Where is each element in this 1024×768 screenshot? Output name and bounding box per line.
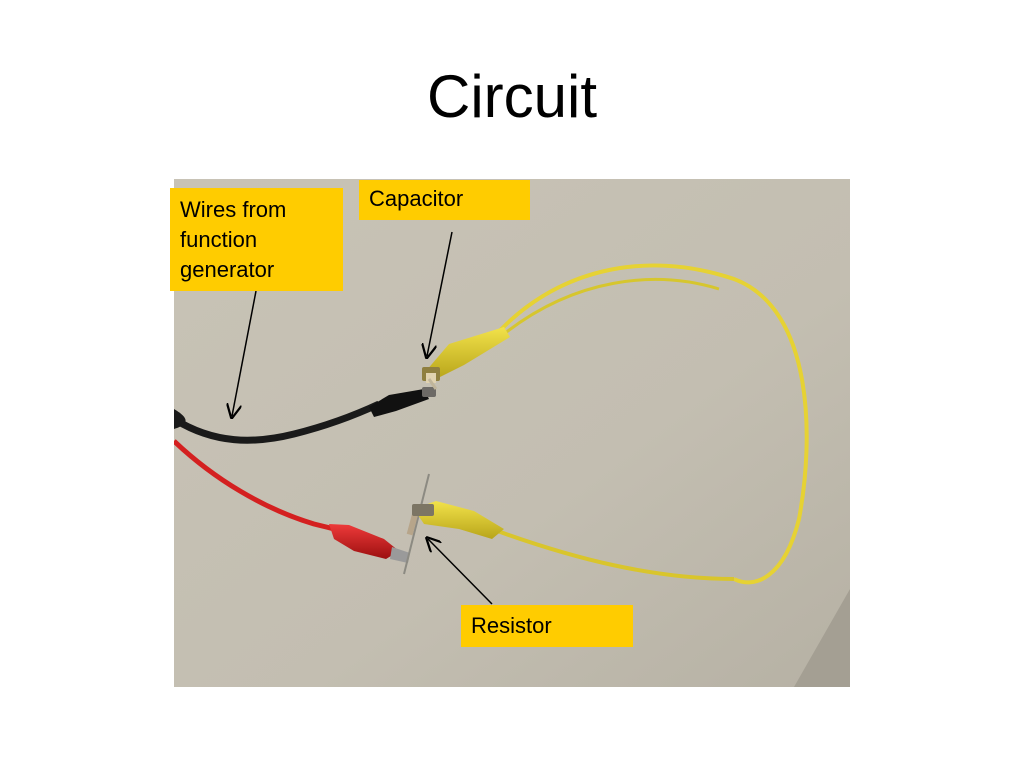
yellow-wire-upper (490, 263, 809, 585)
black-wire-end (174, 409, 186, 429)
lower-yellow-clip (412, 501, 504, 539)
slide-title: Circuit (426, 63, 597, 130)
red-clip (329, 524, 410, 563)
resistor-label-box: Resistor (461, 605, 633, 647)
capacitor-label: Capacitor (369, 186, 464, 211)
yellow-wire-loop-inner (503, 277, 720, 336)
resistor-label: Resistor (471, 613, 552, 638)
table-edge (794, 589, 850, 687)
wires-label-box: Wires from function generator (170, 188, 343, 291)
capacitor-label-box: Capacitor (359, 180, 530, 220)
wires-label: Wires from function generator (180, 197, 287, 282)
black-clip (369, 387, 436, 417)
black-wire (174, 400, 381, 444)
yellow-wire-lower (491, 527, 735, 581)
upper-yellow-clip (422, 327, 510, 383)
capacitor-lead (427, 378, 438, 390)
